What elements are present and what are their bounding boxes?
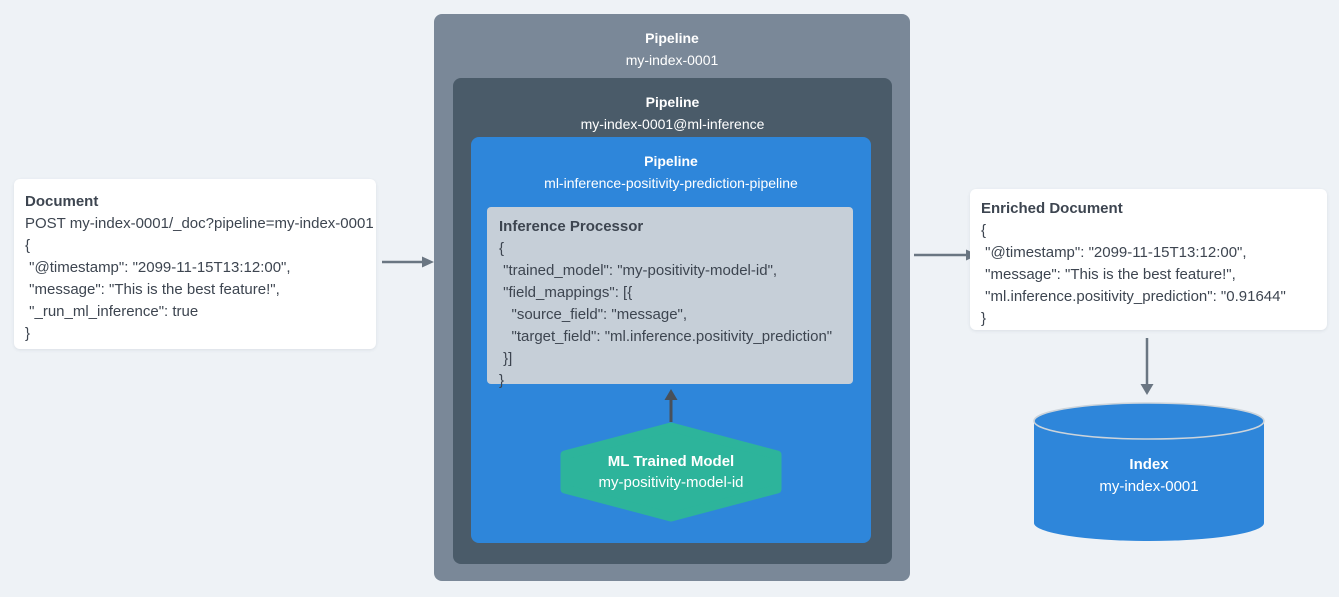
document-code-line: }	[25, 325, 31, 342]
enriched-document-card: Enriched Document { "@timestamp": "2099-…	[970, 189, 1327, 330]
document-card-title: Document	[25, 193, 99, 210]
pipeline-outer-name: my-index-0001	[625, 52, 719, 68]
document-code-line: {	[25, 237, 31, 254]
enriched-code-line: "ml.inference.positivity_prediction": "0…	[981, 288, 1286, 305]
ml-trained-model-title: ML Trained Model	[607, 453, 735, 470]
document-code-line: "message": "This is the best feature!",	[25, 281, 280, 298]
inference-processor-title: Inference Processor	[499, 218, 644, 235]
processor-code-line: }	[499, 372, 505, 389]
arrow-document-to-pipeline-icon	[382, 256, 434, 268]
processor-code-line: {	[499, 240, 505, 257]
enriched-code-line: {	[981, 222, 987, 239]
document-card: Document POST my-index-0001/_doc?pipelin…	[14, 179, 376, 349]
processor-code-line: "target_field": "ml.inference.positivity…	[499, 328, 833, 345]
index-cylinder: Index my-index-0001	[1033, 402, 1265, 542]
document-code-line: "_run_ml_inference": true	[25, 303, 199, 320]
enriched-code-line: "@timestamp": "2099-11-15T13:12:00",	[981, 244, 1247, 261]
hexagon-shape-icon	[560, 422, 782, 522]
pipeline-outer-title: Pipeline	[645, 30, 699, 46]
pipeline-inner-header: Pipeline ml-inference-positivity-predict…	[471, 137, 871, 194]
ml-trained-model-hexagon: ML Trained Model my-positivity-model-id	[559, 422, 783, 522]
inference-processor-panel: Inference Processor { "trained_model": "…	[487, 207, 853, 389]
arrow-enriched-to-index-icon	[1140, 338, 1154, 395]
enriched-code-line: "message": "This is the best feature!",	[981, 266, 1236, 283]
ml-trained-model-label: ML Trained Model my-positivity-model-id	[559, 422, 783, 522]
enriched-document-title: Enriched Document	[981, 200, 1123, 217]
pipeline-mid-title: Pipeline	[645, 94, 700, 110]
ml-trained-model-name: my-positivity-model-id	[598, 474, 744, 491]
pipeline-inner-title: Pipeline	[644, 153, 698, 169]
processor-code-line: }]	[499, 350, 513, 367]
document-code-line: POST my-index-0001/_doc?pipeline=my-inde…	[25, 215, 374, 232]
pipeline-mid-name: my-index-0001@ml-inference	[580, 116, 765, 132]
pipeline-inner-name: ml-inference-positivity-prediction-pipel…	[544, 175, 798, 191]
arrow-model-to-processor-icon	[664, 389, 678, 422]
index-name: my-index-0001	[1099, 478, 1199, 495]
processor-code-line: "field_mappings": [{	[499, 284, 633, 301]
pipeline-outer-header: Pipeline my-index-0001	[434, 14, 910, 71]
database-cylinder-icon	[1033, 402, 1265, 541]
pipeline-mid-header: Pipeline my-index-0001@ml-inference	[453, 78, 892, 135]
document-code-line: "@timestamp": "2099-11-15T13:12:00",	[25, 259, 291, 276]
index-label: Index my-index-0001	[1033, 454, 1265, 498]
processor-code-line: "source_field": "message",	[499, 306, 688, 323]
enriched-code-line: }	[981, 310, 987, 327]
processor-code-line: "trained_model": "my-positivity-model-id…	[499, 262, 778, 279]
index-title: Index	[1129, 456, 1169, 473]
